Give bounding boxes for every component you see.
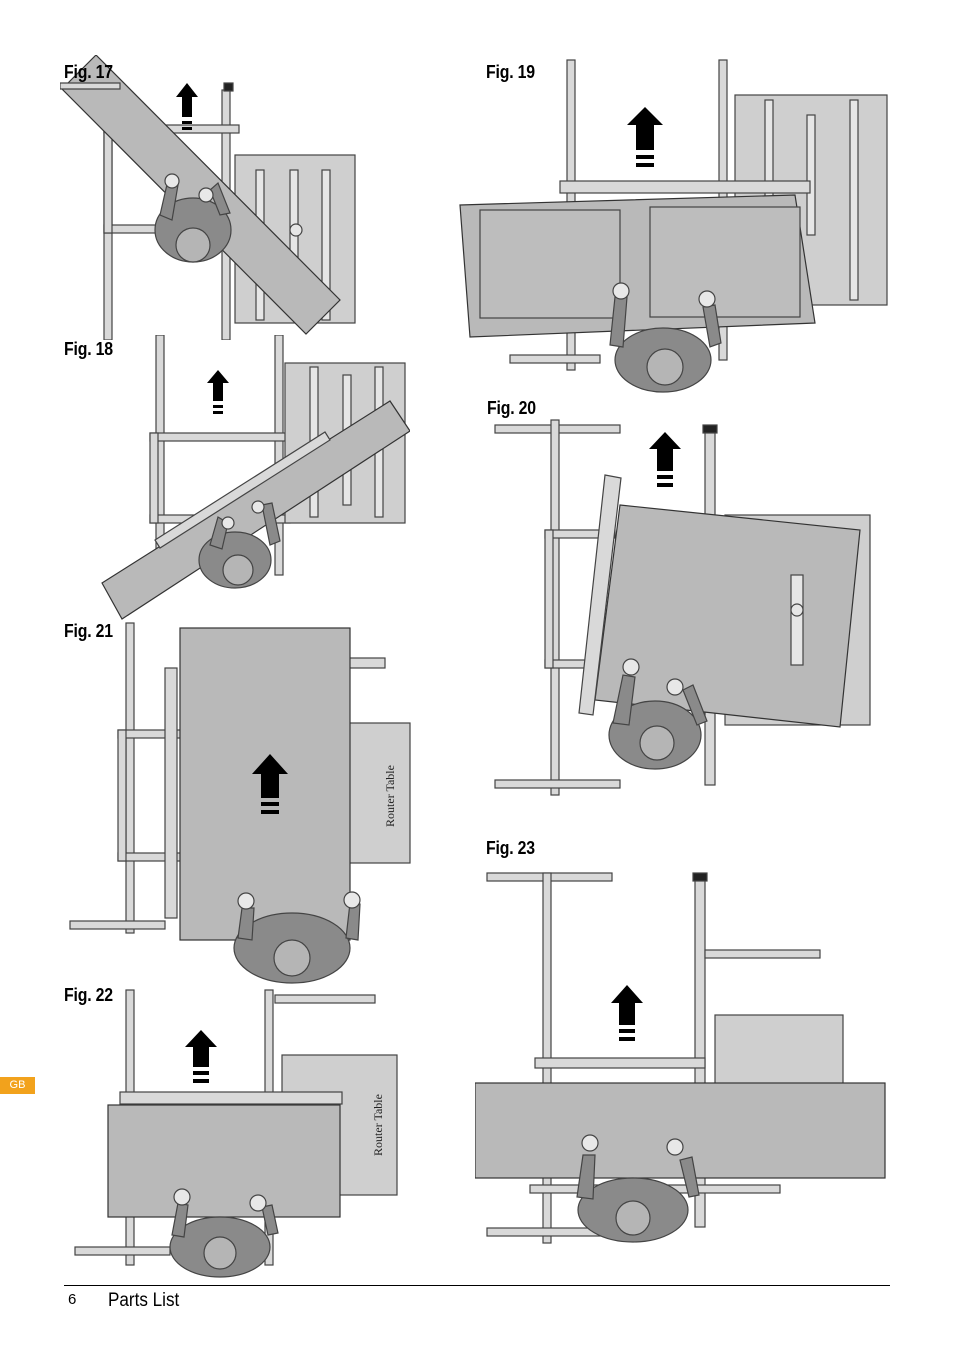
figure-20: Fig. 20 — [485, 395, 885, 805]
figure-22-label: Fig. 22 — [64, 985, 113, 1005]
figure-18: Fig. 18 — [60, 335, 410, 625]
footer-section-title: Parts List — [108, 1290, 180, 1311]
figure-18-illustration — [101, 335, 410, 620]
figure-17: Fig. 17 — [60, 55, 380, 340]
figure-17-label: Fig. 17 — [64, 62, 113, 82]
figure-23-label: Fig. 23 — [486, 838, 535, 858]
page-number: 6 — [68, 1291, 77, 1308]
figure-21-illustration: Router Table — [69, 622, 411, 984]
figure-20-label: Fig. 20 — [487, 398, 536, 418]
language-tab: GB — [0, 1077, 35, 1094]
figure-22-illustration: Router Table — [74, 989, 398, 1278]
router-table-label-21: Router Table — [383, 765, 397, 827]
figure-23-illustration — [475, 872, 886, 1244]
figure-19: Fig. 19 — [455, 55, 895, 395]
figure-19-illustration — [459, 59, 888, 393]
figure-20-illustration — [494, 419, 871, 796]
footer-divider — [64, 1285, 890, 1286]
figure-23: Fig. 23 — [475, 835, 890, 1245]
router-table-label-22: Router Table — [371, 1094, 385, 1156]
figure-21-label: Fig. 21 — [64, 621, 113, 641]
figure-18-label: Fig. 18 — [64, 339, 113, 359]
figure-22: Router Table Fig. 22 — [60, 985, 410, 1280]
figure-19-label: Fig. 19 — [486, 62, 535, 82]
figure-21: Router Table Fig. 21 — [60, 618, 420, 988]
figure-17-illustration — [60, 55, 356, 340]
